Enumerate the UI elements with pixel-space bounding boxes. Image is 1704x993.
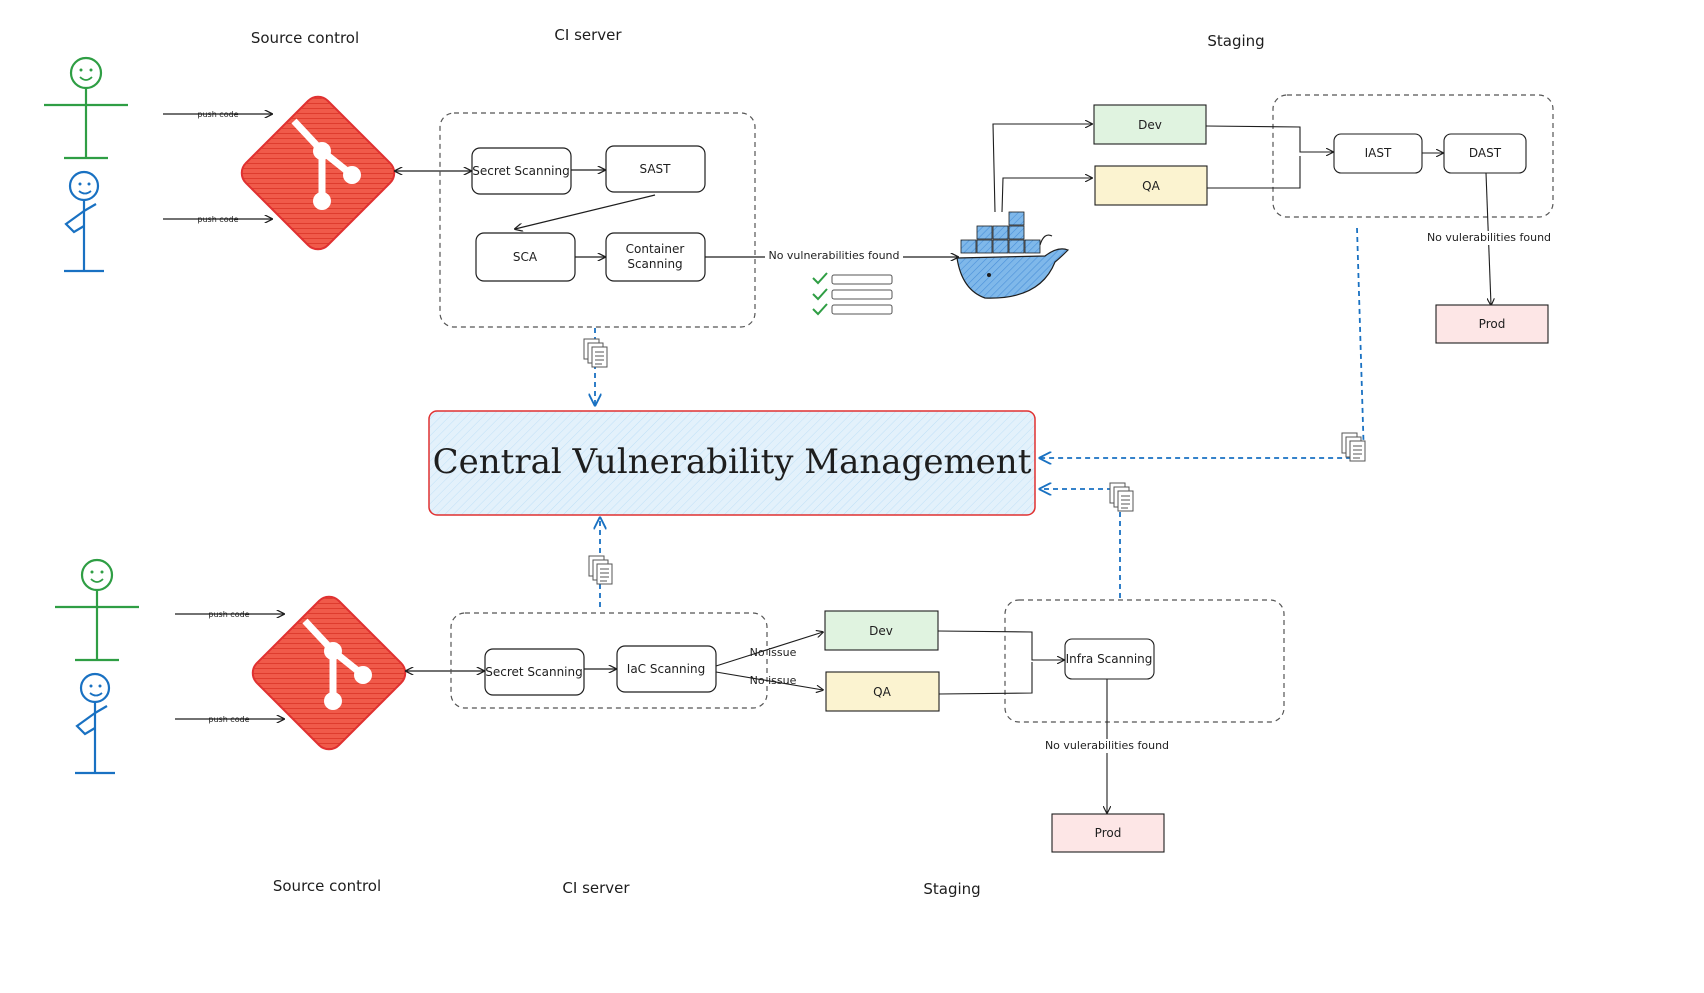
bottom-prod-label-bg <box>1043 739 1171 753</box>
top-dev-label: Dev <box>1138 118 1162 132</box>
dast-label: DAST <box>1469 146 1502 160</box>
bottom-prod-label: Prod <box>1095 826 1122 840</box>
top-source-control-label: Source control <box>251 29 359 47</box>
dev-to-infra-arrow <box>937 630 1064 660</box>
top-dev-env <box>1093 104 1207 145</box>
top-sast-node <box>605 145 706 193</box>
top-prod-no-vulnerabilities-label: No vulerabilities found <box>1427 231 1551 244</box>
qa-to-infra-arrow <box>938 662 1033 695</box>
top-qa-label: QA <box>1142 179 1160 193</box>
top-container-scanning-label-2: Scanning <box>627 257 682 271</box>
checklist-icon <box>812 272 893 316</box>
iac-to-qa-arrow <box>715 671 823 690</box>
bottom-secret-scanning-node <box>484 648 585 696</box>
top-sast-label: SAST <box>640 162 672 176</box>
qa-to-iast-arrow <box>1207 156 1301 189</box>
top-qa-env <box>1094 165 1208 206</box>
top-staging-label: Staging <box>1207 32 1264 50</box>
top-sast-to-sca-arrow <box>515 194 656 229</box>
bottom-ci-server-box <box>450 612 768 709</box>
top-ci-server-box <box>439 112 756 328</box>
docker-to-qa-arrow <box>1001 178 1092 213</box>
bottom-prod-no-vulnerabilities-label: No vulerabilities found <box>1045 739 1169 752</box>
bottom-prod-env <box>1051 813 1165 853</box>
top-prod-env <box>1435 304 1549 344</box>
bottom-no-issue-label-2: No issue <box>750 674 797 687</box>
top-ci-server-label: CI server <box>554 26 622 44</box>
top-secret-scanning-label: Secret Scanning <box>472 164 570 178</box>
bottom-iac-scanning-node <box>616 645 717 693</box>
central-vulnerability-management-title: Central Vulnerability Management <box>433 442 1032 482</box>
docker-to-dev-arrow <box>992 124 1092 213</box>
bottom-secret-scanning-label: Secret Scanning <box>485 665 583 679</box>
bottom-staging-report-icon <box>1109 482 1134 512</box>
bottom-ci-server-label: CI server <box>562 879 630 897</box>
infra-scanning-node <box>1064 638 1155 680</box>
docker-whale-icon <box>956 211 1070 299</box>
top-staging-report-arrow <box>1040 227 1365 458</box>
top-container-scanning-label-1: Container <box>626 242 685 256</box>
top-no-vulnerabilities-label: No vulnerabilities found <box>768 249 899 262</box>
bottom-dev-env <box>824 610 939 651</box>
bottom-staging-report-arrow <box>1040 489 1121 598</box>
top-push-label-1: push code <box>197 110 238 119</box>
iast-label: IAST <box>1365 146 1392 160</box>
developer-green-icon-bottom <box>53 558 141 662</box>
dev-to-iast-arrow <box>1205 125 1333 152</box>
top-staging-report-icon <box>1341 432 1366 462</box>
bottom-iac-scanning-label: IaC Scanning <box>627 662 705 676</box>
top-push-label-2: push code <box>197 215 238 224</box>
top-git-icon <box>236 91 400 255</box>
top-sca-label: SCA <box>513 250 538 264</box>
infra-scanning-label: Infra Scanning <box>1066 652 1153 666</box>
bottom-source-control-label: Source control <box>273 877 381 895</box>
top-secret-scanning-node <box>471 147 572 195</box>
top-staging-tests-box <box>1272 94 1554 218</box>
developer-green-icon <box>42 56 130 160</box>
bottom-staging-box <box>1004 599 1285 723</box>
top-prod-label-bg <box>1425 231 1553 245</box>
central-vulnerability-management-box <box>428 410 1036 516</box>
bottom-push-label-2: push code <box>208 715 249 724</box>
iac-to-dev-arrow <box>715 632 823 667</box>
bottom-no-issue-label-1: No issue <box>750 646 797 659</box>
dast-node <box>1443 133 1527 174</box>
top-found-label-bg <box>765 248 903 263</box>
developer-blue-icon <box>62 170 106 273</box>
bottom-qa-env <box>825 671 940 712</box>
bottom-git-icon <box>247 591 411 755</box>
top-ci-report-icon <box>583 338 608 368</box>
top-prod-label: Prod <box>1479 317 1506 331</box>
bottom-qa-label: QA <box>873 685 891 699</box>
bottom-push-label-1: push code <box>208 610 249 619</box>
bottom-dev-label: Dev <box>869 624 893 638</box>
bottom-ci-report-icon <box>588 555 613 585</box>
bottom-staging-label: Staging <box>923 880 980 898</box>
developer-blue-icon-bottom <box>73 672 117 775</box>
